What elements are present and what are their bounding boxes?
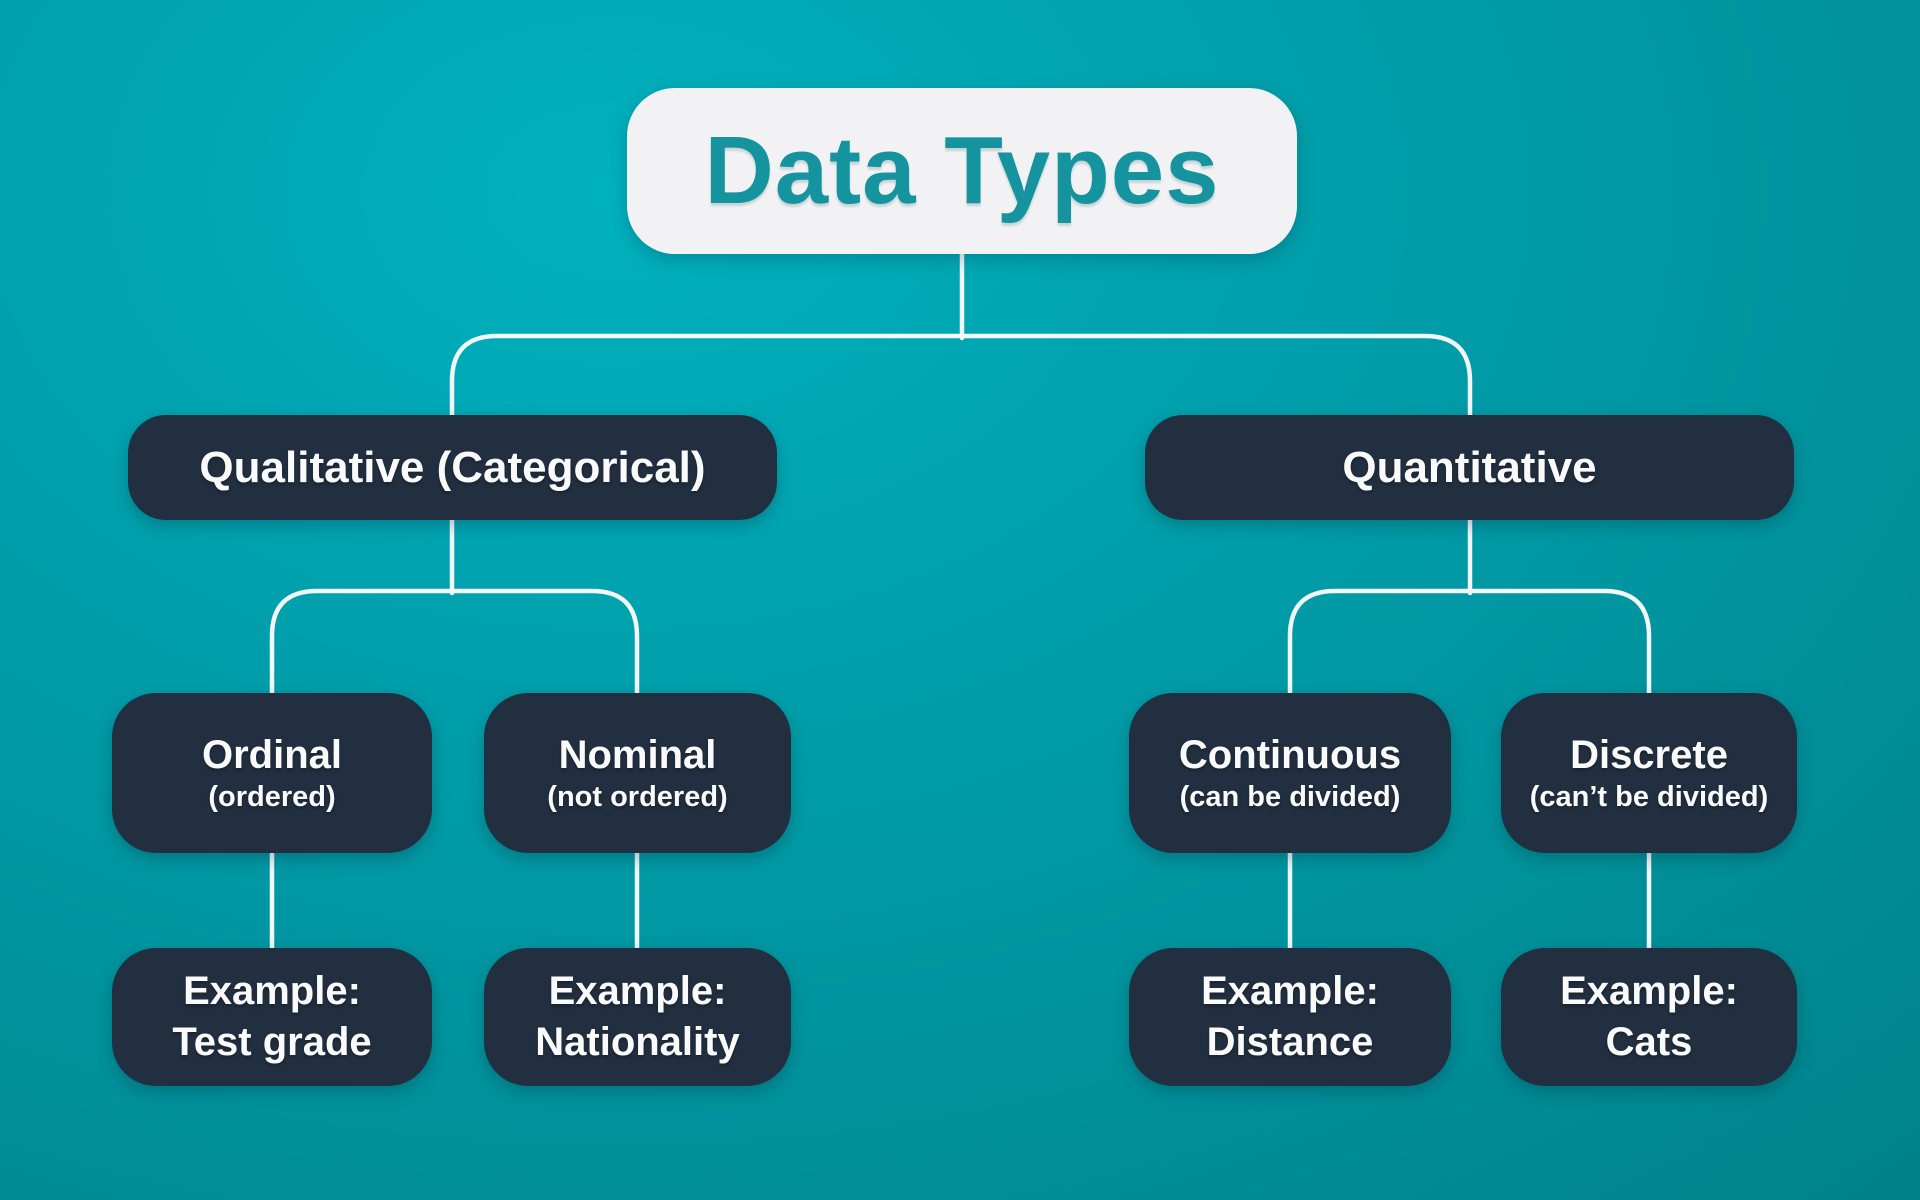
qualitative-label: Qualitative (Categorical) xyxy=(199,442,706,492)
connector-qualitative-bracket xyxy=(269,588,640,697)
node-ordinal: Ordinal (ordered) xyxy=(112,693,432,853)
diagram-title: Data Types xyxy=(704,117,1220,224)
node-nominal: Nominal (not ordered) xyxy=(484,693,791,853)
quantitative-label: Quantitative xyxy=(1342,442,1597,492)
example-cats-line1: Example: xyxy=(1560,968,1738,1013)
discrete-label: Discrete xyxy=(1570,732,1728,777)
node-continuous: Continuous (can be divided) xyxy=(1129,693,1451,853)
node-discrete: Discrete (can’t be divided) xyxy=(1501,693,1797,853)
example-distance-line2: Distance xyxy=(1206,1020,1374,1064)
example-nationality-line2: Nationality xyxy=(535,1020,740,1064)
example-cats-line2: Cats xyxy=(1605,1020,1693,1064)
connector-root-bracket xyxy=(449,333,1473,418)
node-data-types: Data Types xyxy=(627,88,1297,254)
ordinal-label: Ordinal xyxy=(201,732,343,777)
example-nationality-line1: Example: xyxy=(548,968,727,1013)
nominal-sublabel: (not ordered) xyxy=(547,780,728,813)
node-example-distance: Example: Distance xyxy=(1129,948,1451,1086)
node-example-cats: Example: Cats xyxy=(1501,948,1797,1086)
node-qualitative: Qualitative (Categorical) xyxy=(128,415,777,520)
example-test-grade-line2: Test grade xyxy=(172,1020,372,1064)
connector-quantitative-bracket xyxy=(1287,588,1652,697)
discrete-sublabel: (can’t be divided) xyxy=(1529,780,1769,813)
node-quantitative: Quantitative xyxy=(1145,415,1794,520)
continuous-label: Continuous xyxy=(1178,732,1402,777)
node-example-nationality: Example: Nationality xyxy=(484,948,791,1086)
node-example-test-grade: Example: Test grade xyxy=(112,948,432,1086)
ordinal-sublabel: (ordered) xyxy=(208,780,336,813)
nominal-label: Nominal xyxy=(558,732,717,777)
continuous-sublabel: (can be divided) xyxy=(1179,780,1401,813)
example-distance-line1: Example: xyxy=(1201,968,1379,1013)
example-test-grade-line1: Example: xyxy=(183,968,361,1013)
